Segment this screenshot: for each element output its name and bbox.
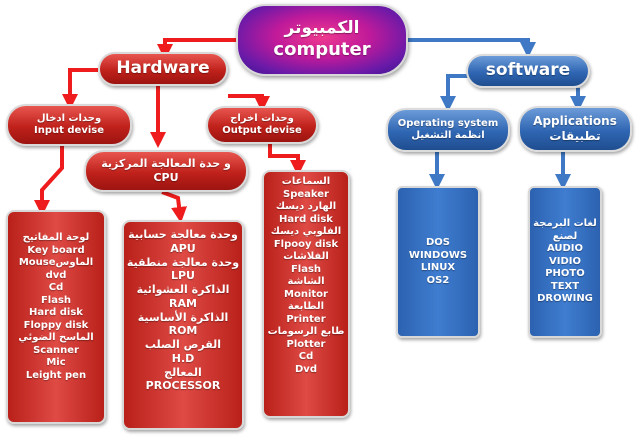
arrow-input-to-list — [34, 146, 64, 216]
arrow-hardware-to-input — [62, 68, 98, 110]
output-device-item: Speaker — [283, 188, 329, 200]
operating-system-item: LINUX — [420, 262, 456, 273]
application-item: VIDIO — [549, 255, 581, 267]
arrow-cpu-to-list — [161, 190, 188, 223]
cpu-component-item: RAM — [169, 296, 197, 310]
output-device-item: السماعات — [281, 176, 331, 187]
output-device-item: Printer — [286, 313, 326, 325]
arrow-root-to-software — [408, 38, 536, 58]
application-item: AUDIO — [546, 243, 584, 255]
cpu-component-item: ROM — [168, 324, 198, 338]
input-device-item: dvd — [45, 269, 67, 281]
application-item: DROWING — [537, 293, 593, 305]
output-device-item: الفلاشات — [283, 251, 329, 262]
os-label-en: Operating system — [397, 117, 499, 129]
operating-system-item: OS2 — [426, 274, 450, 286]
apps-label-en: Applications — [533, 114, 617, 128]
input-devise-node: وحدات ادخال Input devise — [6, 104, 132, 146]
cpu-component-item: الذاكرة العشوائية — [136, 283, 230, 296]
output-device-item: الفلوبي ديسك — [270, 226, 342, 237]
input-device-item: Mouseالماوس — [18, 257, 94, 268]
output-device-item: الطابعة — [287, 301, 325, 312]
hardware-label: Hardware — [116, 58, 210, 79]
root-title-ar: الكمبيوتر — [284, 18, 360, 39]
arrow-software-to-os — [440, 74, 468, 112]
application-item: لغات البرمجة — [533, 218, 597, 230]
input-device-item: Hard disk — [29, 307, 83, 318]
cpu-component-item: APU — [170, 241, 196, 255]
cpu-component-item: وحدة معالجة حسابية — [128, 228, 238, 241]
software-label: software — [485, 60, 571, 81]
input-device-item: Floppy disk — [23, 319, 89, 331]
output-device-item: Cd — [298, 351, 314, 362]
input-device-item: Flash — [40, 294, 72, 306]
arrow-hardware-to-output — [228, 94, 270, 112]
output-device-item: Plotter — [286, 338, 326, 350]
cpu-node: و حدة المعالجة المركزية CPU — [84, 150, 248, 192]
output-device-item: Monitor — [284, 288, 328, 300]
arrow-output-to-list — [268, 144, 306, 176]
application-item: TEXT — [550, 280, 580, 292]
output-device-item: Flash — [290, 263, 322, 275]
cpu-component-item: H.D — [171, 351, 195, 365]
cpu-label-ar: و حدة المعالجة المركزية — [101, 157, 231, 171]
output-label-en: Output devise — [222, 125, 302, 136]
apps-label-ar: تطبيقات — [549, 129, 601, 143]
cpu-component-item: LPU — [170, 269, 195, 283]
software-node: software — [466, 54, 590, 88]
input-device-item: لوحة المفاتيح — [22, 232, 90, 243]
cpu-label-en: CPU — [153, 171, 179, 184]
root-node-computer: الكمبيوتر computer — [236, 4, 408, 76]
application-item: لصنع — [552, 230, 578, 242]
cpu-component-item: القرص الصلب — [144, 338, 222, 351]
cpu-component-item: الذاكرة الأساسية — [137, 310, 229, 324]
operating-system-item: DOS — [425, 237, 450, 248]
os-label-ar: انظمة التشغيل — [411, 130, 485, 141]
output-device-item: طابع الرسومات — [267, 326, 345, 337]
output-devise-node: وحدات اخراج Output devise — [206, 106, 318, 144]
output-device-item: Dvd — [295, 363, 317, 375]
operating-system-node: Operating system انظمة التشغيل — [386, 108, 510, 152]
input-label-ar: وحدات ادخال — [36, 112, 102, 124]
cpu-component-item: PROCESSOR — [145, 379, 221, 393]
input-device-item: Scanner — [33, 344, 79, 356]
output-label-ar: وحدات اخراج — [230, 112, 294, 124]
input-device-item: Key board — [27, 244, 85, 256]
input-device-item: الماسح الضوئي — [18, 332, 94, 343]
operating-system-item: WINDOWS — [408, 249, 468, 261]
root-title-en: computer — [273, 39, 371, 61]
hardware-node: Hardware — [98, 52, 228, 86]
input-device-item: Cd — [48, 282, 64, 293]
output-device-item: الهارد ديسك — [275, 201, 337, 212]
cpu-component-item: وحدة معالجة منطقية — [126, 255, 240, 269]
output-device-item: الشاشة — [287, 276, 325, 287]
arrow-root-to-hardware — [157, 38, 236, 60]
input-device-item: Leight pen — [25, 369, 87, 381]
input-device-item: Mic — [46, 357, 66, 368]
output-device-item: Hard disk — [279, 213, 333, 225]
application-item: PHOTO — [545, 268, 585, 280]
cpu-component-item: المعالج — [164, 365, 202, 379]
input-label-en: Input devise — [34, 125, 104, 136]
output-device-item: Flpooy disk — [273, 238, 339, 250]
applications-node: Applications تطبيقات — [518, 106, 632, 152]
